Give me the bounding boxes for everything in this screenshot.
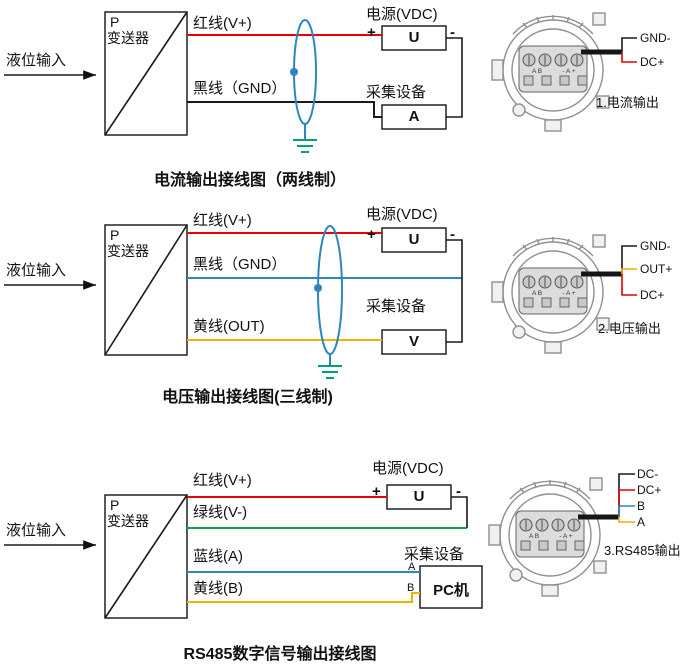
s1-input-label: 液位输入 [6,52,67,69]
s1-black-wire [187,101,382,118]
s3-power-unit: U [413,488,425,505]
s3-transmitter-p: P [110,497,120,513]
s3-transmitter-diagonal [104,494,188,619]
s3-transmitter-name: 变送器 [107,513,149,529]
s3-lead-a-line [618,517,635,523]
s3-yellow-wire [187,592,420,603]
s1-transmitter-diagonal [104,11,188,136]
s3-minus-sign: - [456,483,461,500]
s2-head-lead-out: OUT+ [640,262,673,276]
s3-head-lead-dcm: DC- [637,467,659,481]
s2-minus-sign: - [450,226,455,243]
s3-power-box [386,484,452,510]
s1-lead-gnd-line [621,37,637,52]
s2-transmitter-name: 变送器 [107,243,149,259]
s3-pc-box [419,565,483,609]
s2-caption: 电压输出接线图(三线制) [162,389,333,406]
s2-transmitter-diagonal [104,224,188,356]
s1-collector-unit: A [408,108,420,125]
s2-input-label: 液位输入 [6,262,67,279]
s2-lead-dc-line [621,274,637,296]
transmitter-head-3 [489,478,619,596]
s3-port-b-label: B [407,582,415,594]
s3-caption: RS485数字信号输出接线图 [183,646,377,663]
s2-red-wire-label: 红线(V+) [193,212,252,229]
s3-head-caption: 3.RS485输出 [604,543,681,558]
s1-red-wire-label: 红线(V+) [193,15,252,32]
s3-lead-b-line [618,505,635,517]
section2-artwork [4,224,463,379]
transmitter-head-1 [492,13,622,131]
s2-shield-ellipse [317,225,343,355]
s1-head-lead-dc: DC+ [640,55,665,69]
s3-plus-sign: + [372,483,381,500]
s1-junction-line [446,37,463,118]
s2-lead-gnd-line [621,245,637,274]
s2-junction-line [446,239,463,343]
s1-transmitter-name: 变送器 [107,30,149,46]
s2-lead-out-line [621,268,637,274]
s1-collector-title: 采集设备 [366,84,427,101]
s3-red-wire-label: 红线(V+) [193,472,252,489]
s1-minus-sign: - [450,24,455,41]
s3-junction-line [451,496,468,528]
s2-shield-dot [314,284,322,292]
s3-blue-wire-label: 蓝线(A) [193,548,243,565]
s1-shield-dot [290,68,298,76]
s3-head-lead-a: A [637,515,646,529]
s1-power-unit: U [408,29,420,46]
s3-lead-dcm-line [618,473,635,517]
s1-black-wire-label: 黑线（GND） [193,80,287,97]
s2-head-lead-dc: DC+ [640,288,665,302]
s3-yellow-wire-label: 黄线(B) [193,580,243,597]
s1-head-caption: 1.电流输出 [596,95,659,110]
s3-power-title: 电源(VDC) [372,460,444,477]
s1-ground-symbol [293,139,317,153]
s2-power-title: 电源(VDC) [366,206,438,223]
s2-ground-symbol [318,365,342,379]
s1-lead-dc-line [621,52,637,63]
s3-head-lead-dcp: DC+ [637,483,662,497]
s1-plus-sign: + [367,24,376,41]
s2-plus-sign: + [367,226,376,243]
s3-input-label: 液位输入 [6,522,67,539]
section3-artwork [4,484,483,619]
s2-collector-title: 采集设备 [366,298,427,315]
s2-power-unit: U [408,231,420,248]
s2-black-wire-label: 黑线（GND） [193,256,287,273]
s2-collector-box [381,329,447,355]
s2-collector-unit: V [408,333,419,350]
s3-pc-unit: PC机 [433,582,469,599]
s1-head-lead-gnd: GND- [640,31,671,45]
s2-head-caption: 2.电压输出 [598,321,661,336]
s2-head-lead-gnd: GND- [640,239,671,253]
s2-transmitter-p: P [110,227,120,243]
s3-lead-dcp-line [618,489,635,517]
s3-head-lead-b: B [637,499,646,513]
s1-transmitter-p: P [110,14,120,30]
s2-yellow-wire-label: 黄线(OUT) [193,318,265,335]
s3-port-a-label: A [408,561,416,573]
s1-power-title: 电源(VDC) [366,6,438,23]
s3-green-wire-label: 绿线(V-) [193,504,248,521]
section1-artwork [4,11,463,153]
s1-caption: 电流输出接线图（两线制） [153,172,346,189]
s3-collector-title: 采集设备 [404,546,465,563]
